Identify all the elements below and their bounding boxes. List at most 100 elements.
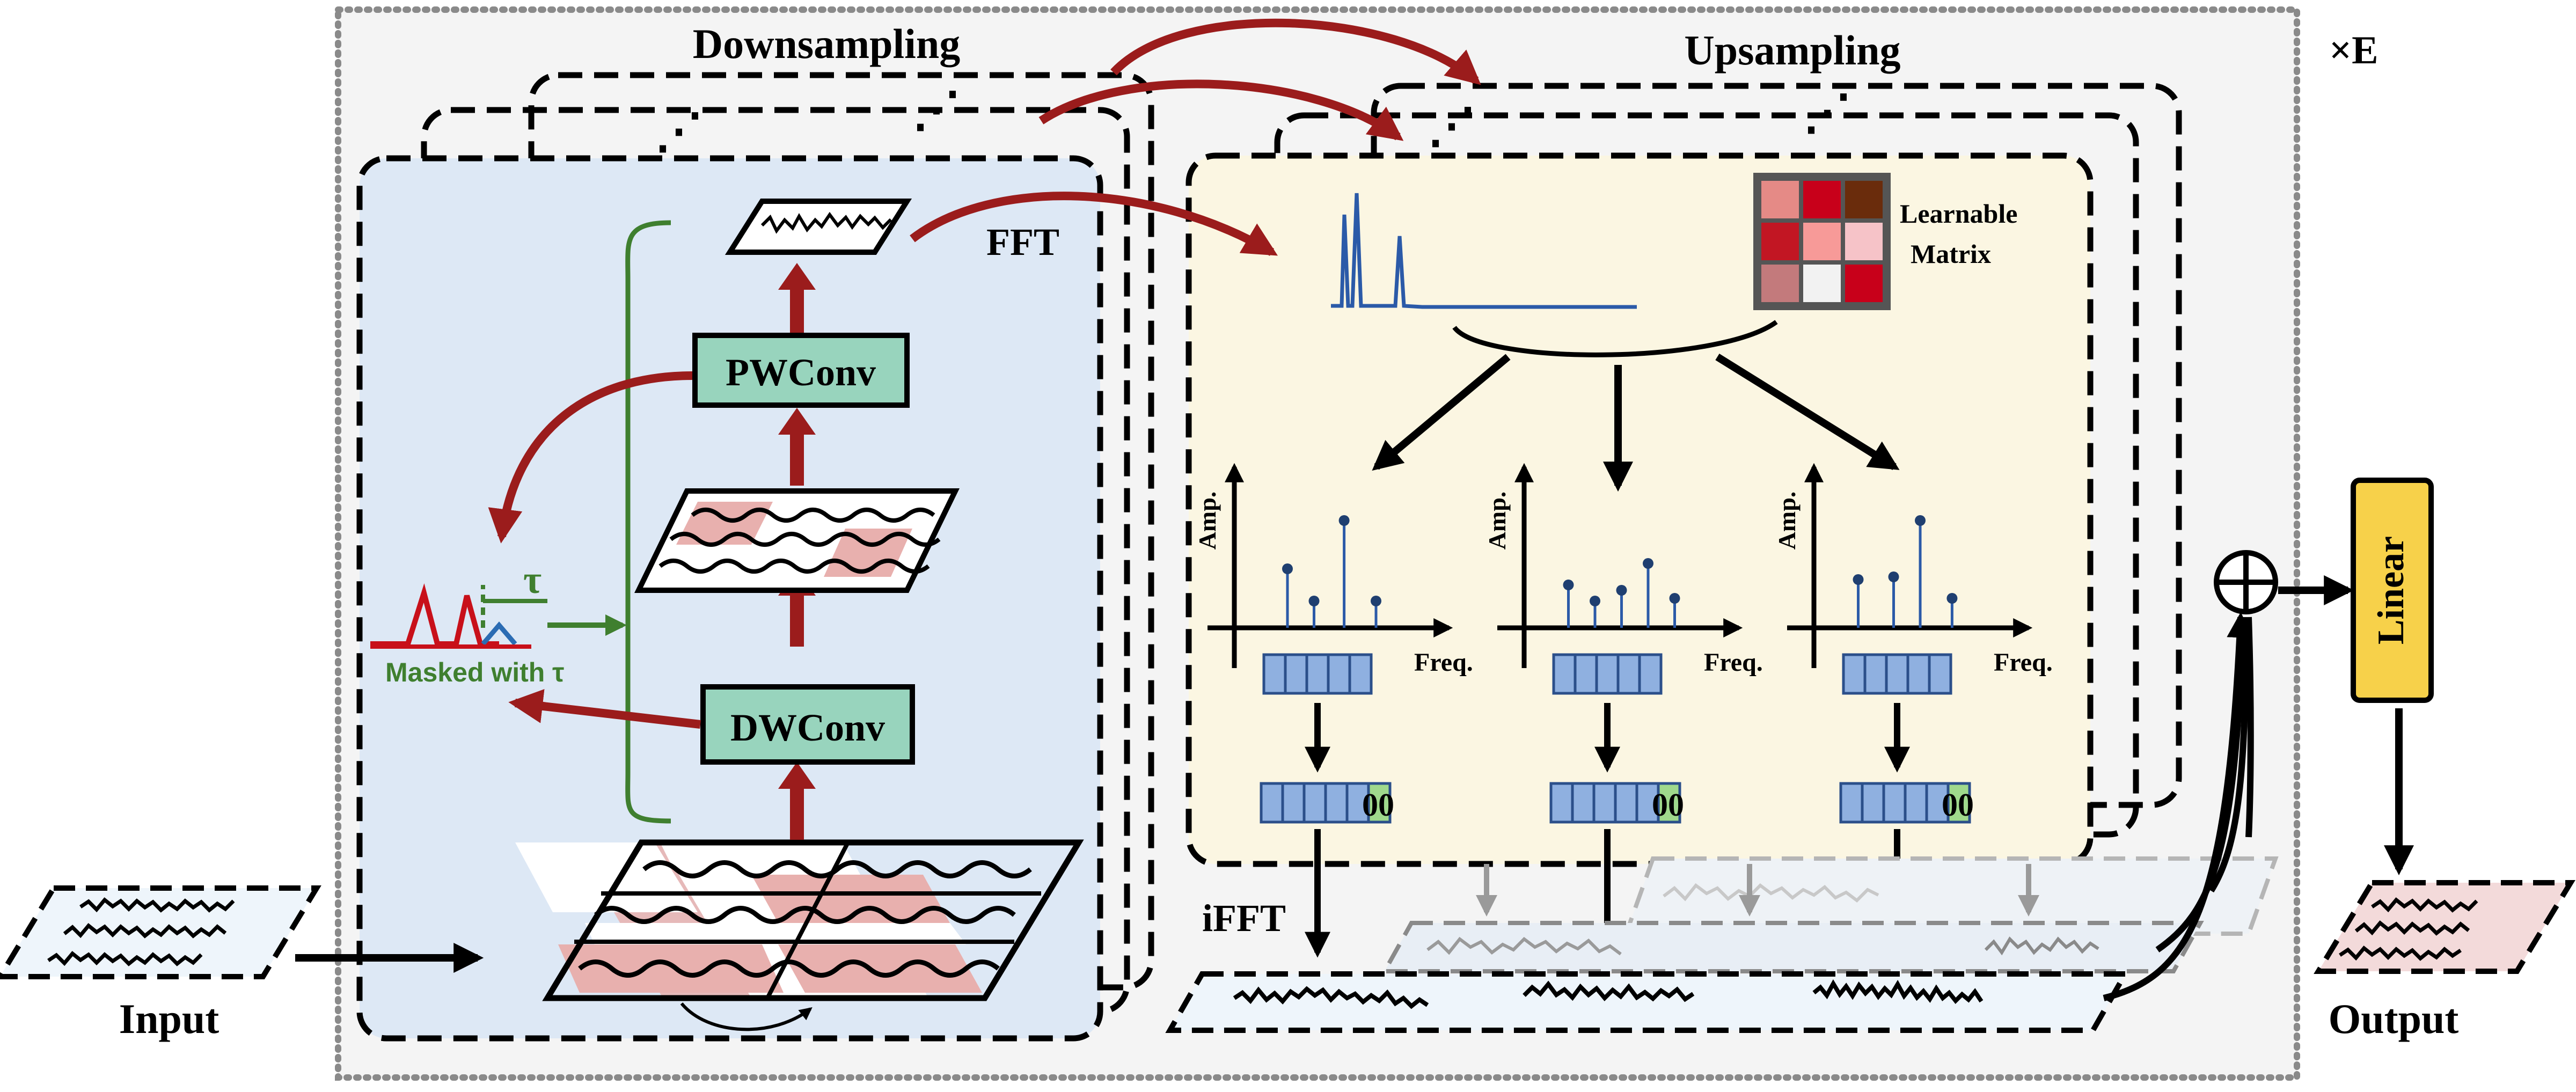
pwconv-block bbox=[692, 333, 910, 408]
output-label: Output bbox=[2329, 995, 2459, 1042]
mask-threshold-illustration: τ bbox=[370, 558, 627, 649]
frequency-token bbox=[1592, 782, 1617, 824]
learnable-matrix bbox=[1753, 173, 1891, 310]
frequency-token bbox=[1262, 653, 1287, 695]
amp-axis-label: Amp. bbox=[1773, 492, 1801, 550]
fft-label: FFT bbox=[986, 221, 1059, 263]
frequency-token bbox=[1638, 653, 1663, 695]
frequency-panel: Amp. Freq. 00 bbox=[1194, 463, 1473, 958]
fft-arrow bbox=[910, 192, 1278, 256]
repeat-count-label: ×E bbox=[2329, 28, 2379, 72]
svg-text:⋰: ⋰ bbox=[912, 84, 961, 137]
masked-patch-grid bbox=[634, 488, 960, 593]
frequency-token bbox=[1882, 782, 1907, 824]
frequency-token bbox=[1906, 653, 1931, 695]
output-signal bbox=[2314, 880, 2575, 974]
spectrum-stem-head bbox=[1888, 571, 1899, 582]
frequency-token bbox=[1928, 653, 1952, 695]
frequency-token bbox=[1885, 653, 1909, 695]
matrix-cell bbox=[1761, 265, 1799, 302]
frequency-token bbox=[1281, 782, 1306, 824]
matrix-cell bbox=[1803, 223, 1841, 260]
frequency-token bbox=[1348, 653, 1373, 695]
stack-transfer-arrows bbox=[1038, 18, 1481, 141]
svg-text:⋰: ⋰ bbox=[655, 105, 703, 158]
spectrum-stem-head bbox=[1643, 558, 1653, 569]
spectrum-stem-head bbox=[1853, 574, 1864, 585]
amp-axis-label: Amp. bbox=[1194, 492, 1221, 550]
frequency-token bbox=[1284, 653, 1308, 695]
svg-text:⋰: ⋰ bbox=[1803, 86, 1851, 140]
masked-with-tau-label: Masked with τ bbox=[385, 657, 565, 687]
spectrum-stem-head bbox=[1669, 593, 1680, 604]
zero-pad-token bbox=[1946, 782, 1971, 824]
frequency-token bbox=[1635, 782, 1660, 824]
downsampling-stack: ⋰ ⋰ bbox=[356, 72, 1154, 1042]
dwconv-label: DWConv bbox=[730, 706, 885, 749]
spectrum-stem-head bbox=[1946, 593, 1958, 604]
frequency-token bbox=[1302, 782, 1327, 824]
frequency-token bbox=[1552, 653, 1577, 695]
frequency-token bbox=[1595, 653, 1620, 695]
linear-block bbox=[2351, 478, 2434, 703]
zero-pad-label: 00 bbox=[1362, 787, 1394, 823]
masking-bracket bbox=[625, 220, 671, 824]
dwconv-block bbox=[700, 684, 915, 765]
split-brace bbox=[1452, 320, 1778, 357]
matrix-cell bbox=[1845, 265, 1883, 302]
ifft-label: iFFT bbox=[1202, 897, 1286, 940]
freq-axis-label: Freq. bbox=[1414, 648, 1473, 677]
frequency-token bbox=[1571, 782, 1596, 824]
frequency-panel: Amp. Freq. 00 bbox=[1483, 463, 1763, 958]
input-label: Input bbox=[119, 995, 219, 1042]
svg-text:⋰: ⋰ bbox=[1428, 100, 1476, 153]
frequency-token bbox=[1327, 653, 1351, 695]
matrix-cell bbox=[1845, 181, 1883, 218]
frequency-token bbox=[1925, 782, 1950, 824]
frequency-token bbox=[1861, 782, 1885, 824]
frequency-token bbox=[1260, 782, 1284, 824]
frequency-token bbox=[1305, 653, 1330, 695]
input-signal bbox=[0, 885, 321, 979]
zero-pad-token bbox=[1367, 782, 1392, 824]
learnable-matrix-cells bbox=[1761, 181, 1883, 302]
zero-pad-label: 00 bbox=[1942, 787, 1974, 823]
matrix-cell bbox=[1803, 181, 1841, 218]
downsampled-signal bbox=[724, 199, 912, 255]
spectrum-stem-head bbox=[1563, 580, 1574, 590]
spectrum-stem-head bbox=[1338, 515, 1350, 526]
frequency-token bbox=[1863, 653, 1888, 695]
zero-pad-label: 00 bbox=[1652, 787, 1684, 823]
linear-label: Linear bbox=[2370, 536, 2412, 644]
freq-axis-label: Freq. bbox=[1704, 648, 1763, 677]
frequency-token bbox=[1549, 782, 1574, 824]
frequency-panel: Amp. Freq. 00 bbox=[1773, 463, 2053, 958]
downsampling-title: Downsampling bbox=[693, 20, 960, 67]
upsampling-title: Upsampling bbox=[1684, 27, 1900, 74]
split-arrows bbox=[1372, 354, 1900, 492]
matrix-cell bbox=[1803, 265, 1841, 302]
input-patch-grid bbox=[515, 839, 1084, 1031]
matrix-cell bbox=[1845, 223, 1883, 260]
spectrum-stem-head bbox=[1616, 585, 1627, 596]
sum-operator bbox=[2214, 550, 2278, 614]
frequency-token bbox=[1614, 782, 1638, 824]
pwconv-label: PWConv bbox=[726, 351, 876, 394]
amp-axis-label: Amp. bbox=[1483, 492, 1511, 550]
frequency-token bbox=[1574, 653, 1598, 695]
spectrum-stem-head bbox=[1282, 563, 1293, 574]
learnable-label-line1: Learnable bbox=[1900, 199, 2017, 229]
background-signal-layers bbox=[1381, 856, 2279, 973]
spectrum-stem-head bbox=[1915, 515, 1926, 526]
frequency-token bbox=[1324, 782, 1349, 824]
upsampling-stack: ⋰ ⋰ bbox=[1185, 83, 2182, 867]
freq-axis-label: Freq. bbox=[1994, 648, 2053, 677]
frequency-spectrum bbox=[1331, 193, 1637, 309]
frequency-panels: Amp. Freq. 00 Amp. Freq. 00 Amp. Freq. 00 bbox=[1194, 463, 2053, 958]
zero-pad-token bbox=[1657, 782, 1681, 824]
reconstructed-signals bbox=[1165, 971, 2130, 1033]
spectrum-stem-head bbox=[1308, 596, 1320, 606]
sum-input-arrows bbox=[2103, 612, 2254, 1001]
spectrum-stem-head bbox=[1590, 596, 1600, 606]
